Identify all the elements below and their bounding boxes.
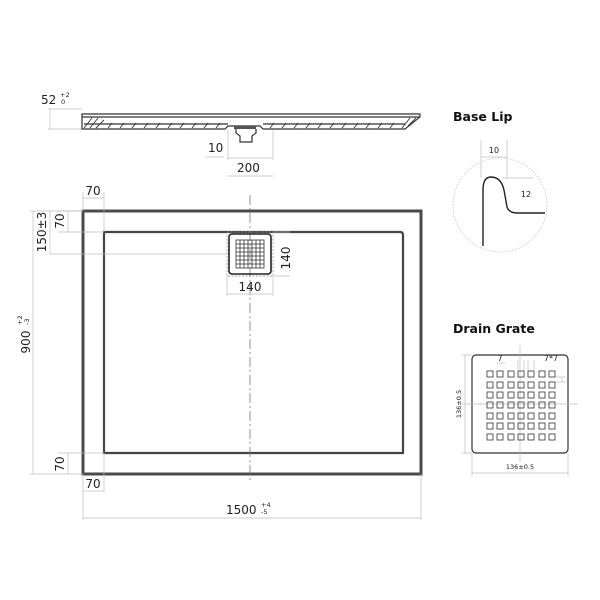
top-border-label: 70 bbox=[85, 184, 100, 198]
section-height-tol-minus: 0 bbox=[61, 98, 65, 106]
width-tol-plus: +4 bbox=[261, 501, 271, 509]
width-label: 1500 bbox=[226, 503, 257, 517]
section-view: 52 +2 0 bbox=[41, 91, 421, 177]
section-height-tol-plus: +2 bbox=[60, 91, 70, 99]
base-lip-height-label: 12 bbox=[521, 190, 531, 199]
base-lip-title: Base Lip bbox=[453, 109, 512, 124]
left-border-label: 70 bbox=[53, 213, 67, 228]
tray-section-outline bbox=[81, 113, 421, 130]
tray-outer-edge bbox=[81, 209, 423, 476]
bottom-border-label: 70 bbox=[53, 456, 67, 471]
plan-grate-width-label: 140 bbox=[239, 280, 262, 294]
drain-grate-title: Drain Grate bbox=[453, 321, 535, 336]
grate-spacing-label: 7*7 bbox=[544, 354, 558, 363]
plan-view: 140 140 70 70 150±3 900 +2 -3 70 70 bbox=[16, 184, 423, 520]
section-drain-width-label: 200 bbox=[237, 161, 260, 175]
drain-grate-detail: Drain Grate 7 7*7 136±0.5 136±0.5 bbox=[453, 321, 578, 476]
section-drain-offset-label: 10 bbox=[208, 141, 223, 155]
drain-offset-label: 150±3 bbox=[35, 212, 49, 253]
detail-circle bbox=[452, 157, 548, 253]
section-height-label: 52 bbox=[41, 93, 56, 107]
base-lip-width-label: 10 bbox=[489, 146, 499, 155]
grate-height-label: 136±0.5 bbox=[455, 390, 463, 418]
depth-tol-minus: -3 bbox=[23, 319, 31, 325]
drain-body bbox=[234, 126, 257, 143]
bottom-left-border-label: 70 bbox=[85, 477, 100, 491]
depth-label: 900 bbox=[19, 331, 33, 354]
depth-tol-plus: +2 bbox=[16, 315, 24, 325]
grate-hole-label: 7 bbox=[497, 354, 502, 363]
base-lip-profile bbox=[482, 176, 545, 246]
grate-hole-grid bbox=[486, 370, 556, 441]
width-tol-minus: -5 bbox=[261, 508, 267, 516]
plan-grate-height-label: 140 bbox=[279, 247, 293, 270]
tray-inner-basin bbox=[102, 230, 405, 455]
grate-width-label: 136±0.5 bbox=[506, 463, 534, 471]
base-lip-detail: Base Lip 10 12 bbox=[452, 109, 548, 253]
